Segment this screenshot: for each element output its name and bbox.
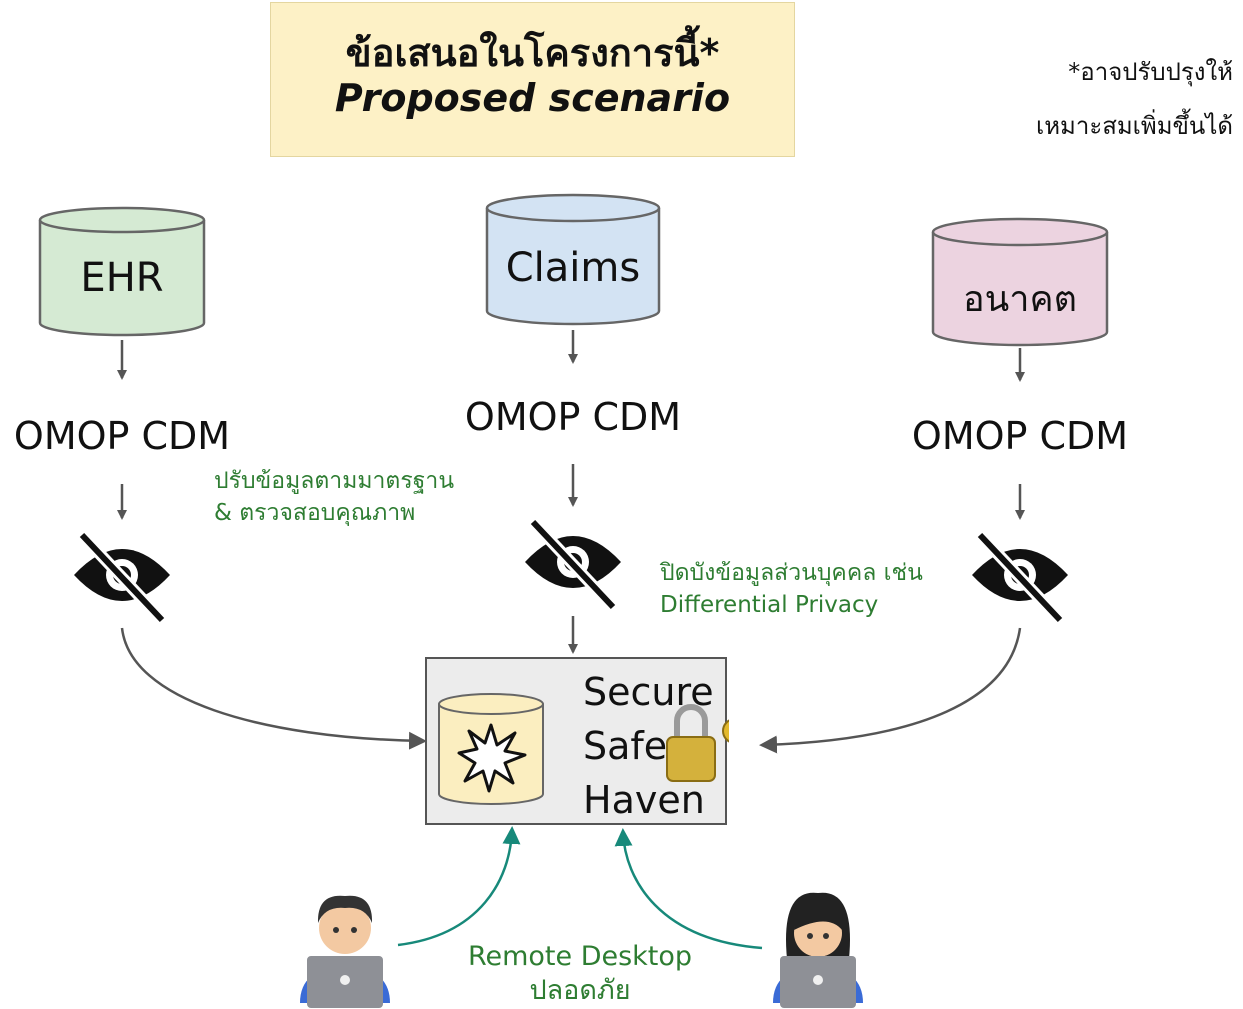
arrow-right-to-haven [759, 627, 1022, 754]
standardize-note-line-1: ปรับข้อมูลตามมาตรฐาน [214, 468, 455, 494]
omop-label-1: OMOP CDM [13, 414, 231, 458]
omop-label-2: OMOP CDM [464, 395, 682, 439]
starburst-icon [457, 723, 527, 793]
note-line-2: เหมาะสมเพิ่มขึ้นได้ [1036, 112, 1233, 140]
arrow-user-right-to-haven [614, 828, 763, 950]
remote-desktop-label: Remote Desktop [467, 941, 693, 972]
claims-database [485, 193, 661, 326]
haven-label-safe: Safe [583, 724, 668, 768]
source-label-future: อนาคต [963, 279, 1077, 320]
title-english: Proposed scenario [334, 76, 731, 120]
arrow-user-left-to-haven [397, 826, 521, 947]
source-label-claims: Claims [505, 245, 641, 291]
haven-label-haven: Haven [583, 778, 705, 822]
ehr-database [38, 206, 206, 337]
remote-access-arrows [397, 826, 763, 950]
title-box: ข้อเสนอในโครงการนี้* Proposed scenario [270, 2, 795, 157]
privacy-eye-slash-icon [972, 530, 1068, 625]
arrow-left-to-haven [120, 627, 427, 750]
male-user-laptop-icon [300, 895, 390, 1008]
privacy-note-line-1: ปิดบังข้อมูลส่วนบุคคล เช่น [660, 560, 923, 586]
note-line-1: *อาจปรับปรุงให้ [1068, 58, 1233, 86]
padlock-key-icon [666, 704, 729, 782]
privacy-note-line-2: Differential Privacy [660, 592, 879, 618]
title-thai: ข้อเสนอในโครงการนี้* [345, 31, 720, 75]
haven-label-secure: Secure [583, 670, 714, 714]
female-user-laptop-icon [773, 892, 863, 1008]
secure-safe-haven-box: Secure Safe Haven [425, 657, 729, 825]
omop-label-3: OMOP CDM [911, 414, 1129, 458]
source-label-ehr: EHR [80, 255, 164, 301]
privacy-eye-slash-icon [525, 517, 621, 612]
standardize-note-line-2: & ตรวจสอบคุณภาพ [214, 500, 416, 526]
haven-graphics [438, 693, 729, 805]
flow-arrows [117, 330, 1025, 754]
future-database [931, 217, 1109, 347]
remote-desktop-label-thai: ปลอดภัย [529, 975, 631, 1006]
privacy-eye-slash-icon [74, 530, 170, 625]
